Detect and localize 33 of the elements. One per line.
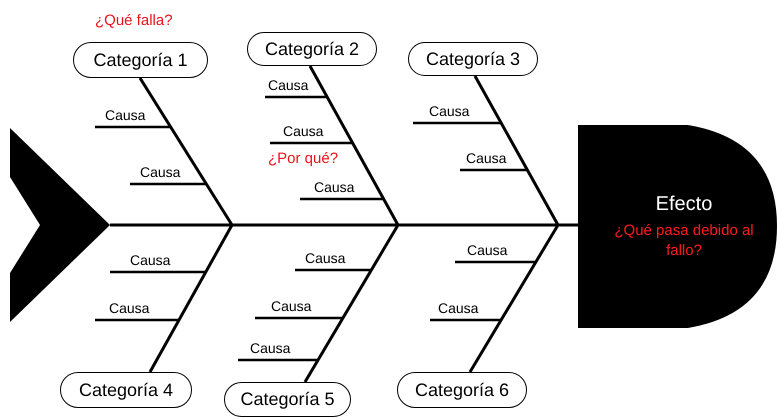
cause-label: Causa: [314, 179, 354, 195]
cause-label: Causa: [271, 298, 312, 314]
category-box: Categoría 3: [408, 42, 538, 76]
category-box: Categoría 2: [247, 32, 377, 66]
bone-line: [468, 224, 560, 373]
category-box: Categoría 4: [60, 372, 192, 408]
cause-label: Causa: [140, 164, 180, 180]
question-note: ¿Qué falla?: [95, 12, 173, 29]
bone-line: [474, 75, 560, 226]
spine-line: [110, 224, 578, 226]
category-box: Categoría 6: [397, 372, 527, 408]
cause-label: Causa: [250, 340, 290, 356]
category-box: Categoría 1: [73, 42, 208, 78]
effect-title: Efecto: [654, 192, 714, 217]
cause-label: Causa: [105, 107, 146, 123]
cause-label: Causa: [283, 123, 324, 139]
question-note: ¿Por qué?: [268, 150, 338, 167]
cause-label: Causa: [305, 250, 346, 266]
effect-question: ¿Qué pasa debido al fallo?: [613, 221, 755, 260]
cause-label: Causa: [109, 300, 150, 316]
category-box: Categoría 5: [224, 382, 351, 417]
bone-line: [308, 65, 400, 226]
cause-label: Causa: [467, 242, 508, 258]
fish-tail: [10, 128, 110, 322]
bone-line: [304, 224, 400, 383]
bone-line: [138, 77, 234, 226]
cause-label: Causa: [130, 252, 170, 268]
cause-label: Causa: [438, 300, 478, 316]
cause-label: Causa: [429, 103, 470, 119]
bone-line: [148, 224, 234, 373]
cause-label: Causa: [268, 77, 308, 93]
cause-label: Causa: [466, 150, 506, 166]
fish-head: [578, 125, 777, 328]
